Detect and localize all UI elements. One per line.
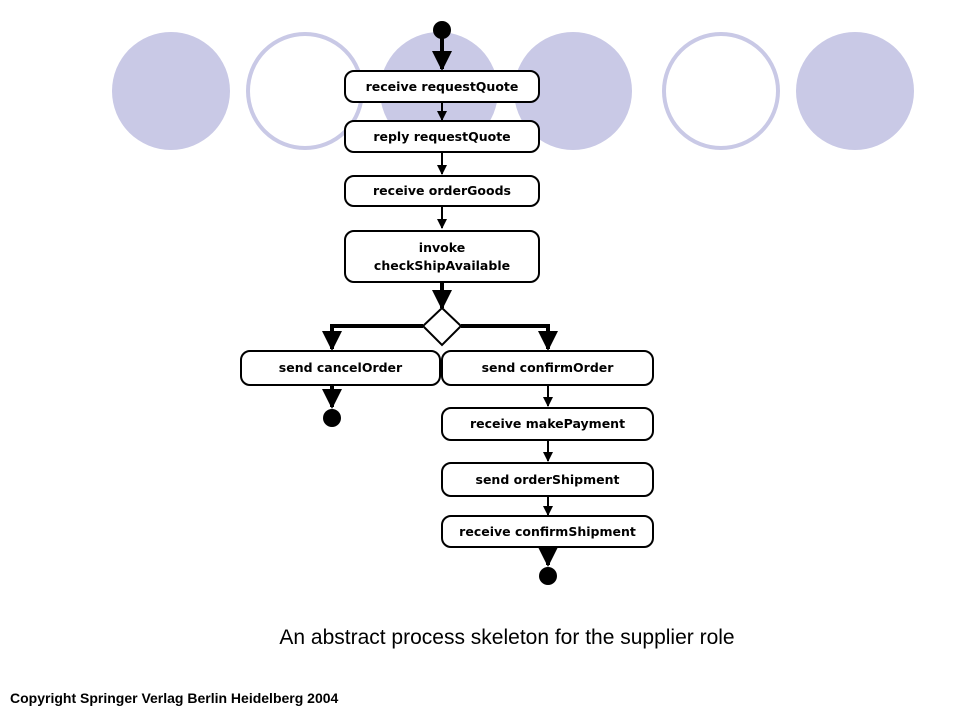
activity-invoke-check-ship-available: invoke checkShipAvailable bbox=[344, 230, 540, 283]
slide-caption: An abstract process skeleton for the sup… bbox=[279, 626, 735, 649]
end-node bbox=[323, 409, 341, 427]
copyright-notice: Copyright Springer Verlag Berlin Heidelb… bbox=[10, 690, 339, 706]
activity-receive-confirm-shipment: receive confirmShipment bbox=[441, 515, 654, 548]
activity-send-cancel-order: send cancelOrder bbox=[240, 350, 441, 386]
activity-receive-make-payment: receive makePayment bbox=[441, 407, 654, 441]
activity-send-confirm-order: send confirmOrder bbox=[441, 350, 654, 386]
decision-diamond bbox=[421, 306, 463, 347]
flow-connector bbox=[322, 324, 423, 351]
decorative-circle bbox=[796, 32, 914, 150]
activity-send-order-shipment: send orderShipment bbox=[441, 462, 654, 497]
end-node bbox=[539, 567, 557, 585]
flow-connector bbox=[461, 324, 558, 351]
start-node bbox=[433, 21, 451, 39]
decorative-circle bbox=[112, 32, 230, 150]
activity-receive-order-goods: receive orderGoods bbox=[344, 175, 540, 207]
activity-reply-request-quote: reply requestQuote bbox=[344, 120, 540, 153]
decorative-ring bbox=[662, 32, 780, 150]
activity-receive-request-quote: receive requestQuote bbox=[344, 70, 540, 103]
